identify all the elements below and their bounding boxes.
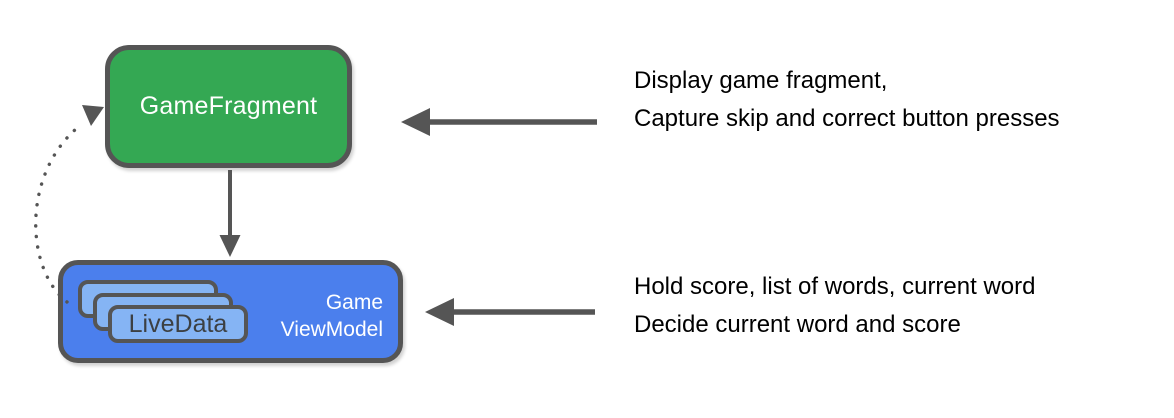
game-viewmodel-node: LiveData Game ViewModel xyxy=(58,260,403,363)
viewmodel-note: Hold score, list of words, current word … xyxy=(634,268,1035,344)
game-fragment-node: GameFragment xyxy=(105,45,352,168)
arrow-note-to-viewmodel-icon xyxy=(425,298,595,326)
game-viewmodel-label-line2: ViewModel xyxy=(280,318,383,341)
arrow-note-to-fragment-icon xyxy=(401,108,597,136)
game-fragment-label: GameFragment xyxy=(139,92,318,120)
viewmodel-note-line2: Decide current word and score xyxy=(634,311,961,338)
game-viewmodel-label-line1: Game xyxy=(325,291,383,314)
viewmodel-note-line1: Hold score, list of words, current word xyxy=(634,273,1036,300)
arrow-fragment-to-viewmodel-icon xyxy=(219,170,241,257)
livedata-card-front: LiveData xyxy=(108,305,248,343)
fragment-note-line1: Display game fragment, xyxy=(634,67,888,94)
livedata-label: LiveData xyxy=(128,309,228,338)
fragment-note-line2: Capture skip and correct button presses xyxy=(634,105,1060,132)
game-viewmodel-label: Game ViewModel xyxy=(281,289,383,343)
fragment-note: Display game fragment, Capture skip and … xyxy=(634,62,1060,138)
